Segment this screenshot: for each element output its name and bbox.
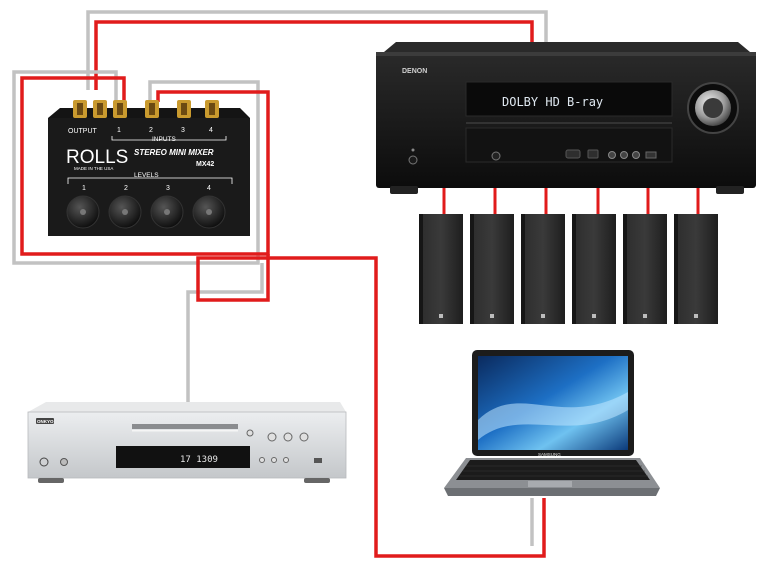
receiver-button-c[interactable] [632, 151, 640, 159]
cable-red-mixer-to-laptop [196, 254, 546, 558]
cable-gray-left-loop [12, 70, 260, 265]
speaker-badge-icon [541, 314, 545, 318]
speaker-wires [442, 188, 700, 214]
mixer-level-number-3: 3 [166, 185, 170, 192]
av-receiver: DENON DOLBY HD B-ray [376, 42, 756, 194]
receiver-brand-logo: DENON [402, 68, 427, 75]
laptop-brand-logo: SAMSUNG [538, 452, 561, 457]
speaker-badge-icon [694, 314, 698, 318]
cable-gray-mixer-to-cd [186, 263, 264, 402]
cable-gray-mixer-to-receiver [86, 10, 548, 90]
laptop-touchpad[interactable] [528, 481, 572, 487]
speaker-badge-icon [592, 314, 596, 318]
level-knob-1[interactable] [66, 195, 100, 229]
speaker-6 [674, 214, 718, 324]
cd-player: ONKYO 17 1309 [27, 402, 347, 483]
mixer-brand-logo: ROLLS [66, 147, 128, 168]
cd-headphone-jack-icon[interactable] [60, 458, 68, 466]
cd-button-6[interactable] [271, 457, 277, 463]
receiver-display-panel [465, 81, 673, 117]
receiver-source-button-1[interactable] [565, 149, 581, 159]
cable-red-mixer-to-receiver [94, 20, 534, 90]
cd-button-1[interactable] [246, 429, 254, 437]
speaker-3 [521, 214, 565, 324]
mixer-input-number-3: 3 [181, 127, 185, 134]
level-knob-2[interactable] [108, 195, 142, 229]
receiver-source-button-2[interactable] [587, 149, 599, 159]
mixer-input-number-1: 1 [117, 127, 121, 134]
cd-display-panel [116, 446, 250, 468]
cable-red-left-loop [20, 76, 270, 256]
speaker-2 [470, 214, 514, 324]
cd-power-button[interactable] [39, 457, 49, 467]
speaker-badge-icon [643, 314, 647, 318]
mixer-level-number-4: 4 [207, 185, 211, 192]
mixer-device: OUTPUT 1 2 3 4 INPUTS ROLLS MADE IN THE … [48, 100, 250, 236]
disc-tray[interactable] [132, 424, 238, 429]
input-jack-2 [145, 100, 159, 118]
speaker-badge-icon [490, 314, 494, 318]
laptop: SAMSUNG [444, 350, 660, 496]
cd-display-text: 17 1309 [180, 455, 218, 465]
cd-transport-buttons [246, 429, 322, 463]
speaker-array [419, 214, 718, 324]
mixer-output-label: OUTPUT [68, 128, 98, 135]
rca-jacks [73, 100, 219, 118]
master-volume-knob[interactable] [687, 82, 739, 134]
laptop-keyboard [460, 465, 648, 477]
speaker-5 [623, 214, 667, 324]
level-knob-4[interactable] [192, 195, 226, 229]
cd-button-7[interactable] [283, 457, 289, 463]
power-button[interactable] [408, 155, 418, 165]
output-jack-2 [93, 100, 107, 118]
input-jack-1 [113, 100, 127, 118]
cd-button-2[interactable] [267, 432, 277, 442]
mixer-made-in-label: MADE IN THE USA [74, 166, 113, 171]
cd-button-3[interactable] [283, 432, 293, 442]
power-led-icon [411, 148, 415, 152]
cd-player-brand-logo [36, 418, 54, 424]
receiver-button-b[interactable] [620, 151, 628, 159]
receiver-usb-port[interactable] [645, 151, 657, 159]
cd-button-4[interactable] [299, 432, 309, 442]
mixer-level-number-2: 2 [124, 185, 128, 192]
mixer-level-number-1: 1 [82, 185, 86, 192]
cables [12, 10, 700, 558]
mixer-input-number-4: 4 [209, 127, 213, 134]
cd-usb-port[interactable] [314, 458, 322, 463]
speaker-1 [419, 214, 463, 324]
input-jack-4 [205, 100, 219, 118]
headphone-jack-icon[interactable] [491, 151, 501, 161]
receiver-display-text: DOLBY HD B-ray [502, 95, 603, 109]
mixer-levels-label: LEVELS [134, 172, 159, 179]
mixer-inputs-label: INPUTS [152, 136, 177, 143]
receiver-button-a[interactable] [608, 151, 616, 159]
input-jack-3 [177, 100, 191, 118]
speaker-4 [572, 214, 616, 324]
mixer-input-number-2: 2 [149, 127, 153, 134]
receiver-source-buttons [565, 149, 657, 159]
cd-player-brand-text: ONKYO [37, 419, 54, 424]
level-knob-3[interactable] [150, 195, 184, 229]
output-jack-1 [73, 100, 87, 118]
mixer-model-number: MX42 [196, 161, 214, 168]
speaker-badge-icon [439, 314, 443, 318]
mixer-model-name: STEREO MINI MIXER [134, 148, 214, 157]
disc-tray-shadow [132, 430, 238, 432]
cd-button-5[interactable] [259, 457, 265, 463]
